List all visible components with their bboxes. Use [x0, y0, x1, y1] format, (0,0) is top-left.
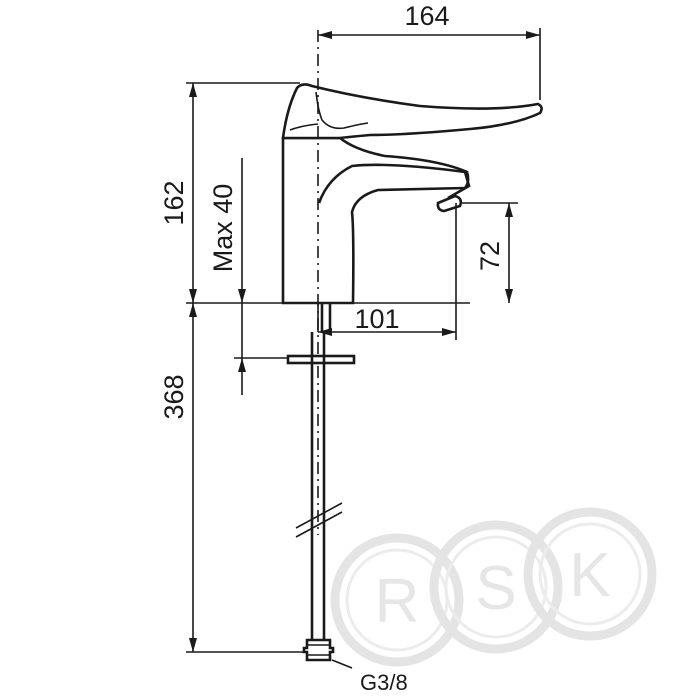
dimension-164	[318, 28, 541, 100]
aerator	[436, 194, 463, 213]
dimension-72-label: 72	[475, 241, 505, 271]
dimension-162	[186, 82, 470, 304]
dimension-101	[318, 203, 457, 340]
hose-fitting	[302, 638, 353, 669]
supply-hose	[295, 332, 343, 640]
dimension-max-40-label: Max 40	[208, 184, 238, 273]
dimension-72	[462, 202, 518, 303]
dimension-162-label: 162	[159, 180, 189, 225]
connection-label: G3/8	[360, 670, 408, 695]
watermark-circle-k	[523, 507, 657, 641]
watermark-letter-s: S	[475, 554, 516, 623]
dimension-164-label: 164	[404, 1, 449, 31]
faucet-body	[281, 136, 471, 305]
watermark-circle-s	[429, 520, 563, 654]
watermark-letter-r: R	[375, 567, 420, 636]
dimension-368-label: 368	[159, 374, 189, 419]
mounting-plate	[286, 354, 356, 365]
dimension-101-label: 101	[354, 304, 399, 334]
deck-connector	[317, 303, 332, 332]
lever-handle	[281, 83, 543, 140]
dimension-max-40	[234, 158, 288, 395]
dimension-368	[186, 303, 304, 653]
watermark-letter-k: K	[569, 541, 610, 610]
rsk-watermark: R S K	[330, 507, 657, 667]
